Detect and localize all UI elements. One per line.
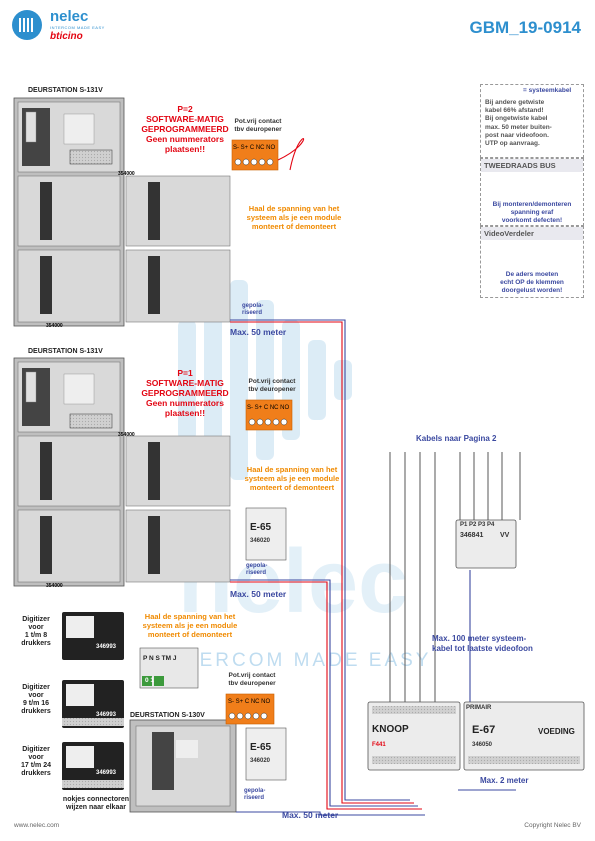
station-2-polarized: gepola-riseerd (246, 563, 268, 576)
splitter-code: 346841 (460, 532, 484, 539)
legend-splitter-title: VideoVerdeler (481, 227, 583, 240)
splitter-ports: P1 P2 P3 P4 (460, 522, 495, 528)
station-3-relay-code: 346020 (250, 758, 271, 764)
relay-e65-1 (245, 507, 287, 561)
system-cables (230, 138, 521, 816)
station-3-relay-name: E-65 (250, 742, 272, 753)
station-3-title: DEURSTATION S-130V (130, 712, 205, 719)
digitizer-3-code: 346993 (96, 770, 117, 776)
video-splitter (455, 519, 517, 569)
legend-bus-title: TWEEDRAADS BUS (481, 159, 583, 172)
brand-name: nelec (50, 8, 89, 25)
door-station-2 (13, 357, 293, 587)
station-2-terminals: S- S+ C NC NO (247, 405, 290, 411)
station-1-frame-code-2: 354000 (46, 323, 63, 329)
psu-primary: PRIMAIR (466, 705, 492, 711)
jumper-panel (139, 647, 199, 689)
psu-label: VOEDING (538, 727, 575, 736)
station-1-title: DEURSTATION S-131V (28, 87, 103, 94)
node-code: F441 (372, 742, 386, 748)
max-system-cable-note: Max. 100 meter systeem-kabel tot laatste… (432, 634, 533, 653)
splitter-vv: VV (500, 532, 510, 539)
psu-name: E-67 (472, 724, 496, 736)
document-id: GBM_19-0914 (469, 18, 581, 37)
station-2-frame-code-1: 354000 (118, 432, 135, 438)
door-station-1 (13, 97, 279, 327)
relay-e65-2 (245, 727, 287, 781)
door-station-3 (129, 693, 287, 813)
station-3-distance: Max. 50 meter (282, 810, 339, 820)
station-2-relay-name: E-65 (250, 522, 272, 533)
station-2-distance: Max. 50 meter (230, 589, 287, 599)
watermark-tagline: INTERCOM MADE EASY (160, 650, 431, 671)
door-contact-module-3 (225, 693, 275, 725)
node-name: KNOOP (372, 724, 409, 735)
digitizer-2-code: 346993 (96, 712, 117, 718)
digitizer-1-code: 346993 (96, 644, 117, 650)
cables-to-page-2: Kabels naar Pagina 2 (416, 434, 497, 443)
station-2-frame-code-2: 354000 (46, 583, 63, 589)
jumper-labels: P N S TM J (143, 655, 177, 662)
legend-cable-label: = systeemkabel (523, 87, 572, 94)
station-2-relay-code: 346020 (250, 538, 271, 544)
node-f441 (367, 701, 461, 771)
station-3-polarized: gepola-riseerd (244, 788, 266, 801)
station-1-distance: Max. 50 meter (230, 327, 287, 337)
station-1-frame-code-1: 354000 (118, 171, 135, 177)
station-3-terminals: S- S+ C NC NO (228, 699, 271, 705)
station-1-terminals: S- S+ C NC NO (233, 145, 276, 151)
footer-website: www.nelec.com (14, 822, 60, 829)
station-1-polarized: gepola-riseerd (242, 303, 264, 316)
station-2-title: DEURSTATION S-131V (28, 348, 103, 355)
footer-copyright: Copyright Nelec BV (524, 822, 581, 829)
brand-tagline: INTERCOM MADE EASY (50, 25, 105, 30)
max-2-meter: Max. 2 meter (480, 776, 529, 785)
partner-logo: bticino (50, 31, 83, 42)
power-supply-e67 (463, 701, 585, 771)
digitizer-stack (62, 612, 124, 790)
jumper-values: 0 1 (145, 677, 155, 684)
header: nelec INTERCOM MADE EASY bticino GBM_19-… (0, 0, 595, 60)
psu-code: 346050 (472, 742, 493, 748)
nelec-logo-icon (12, 10, 42, 40)
